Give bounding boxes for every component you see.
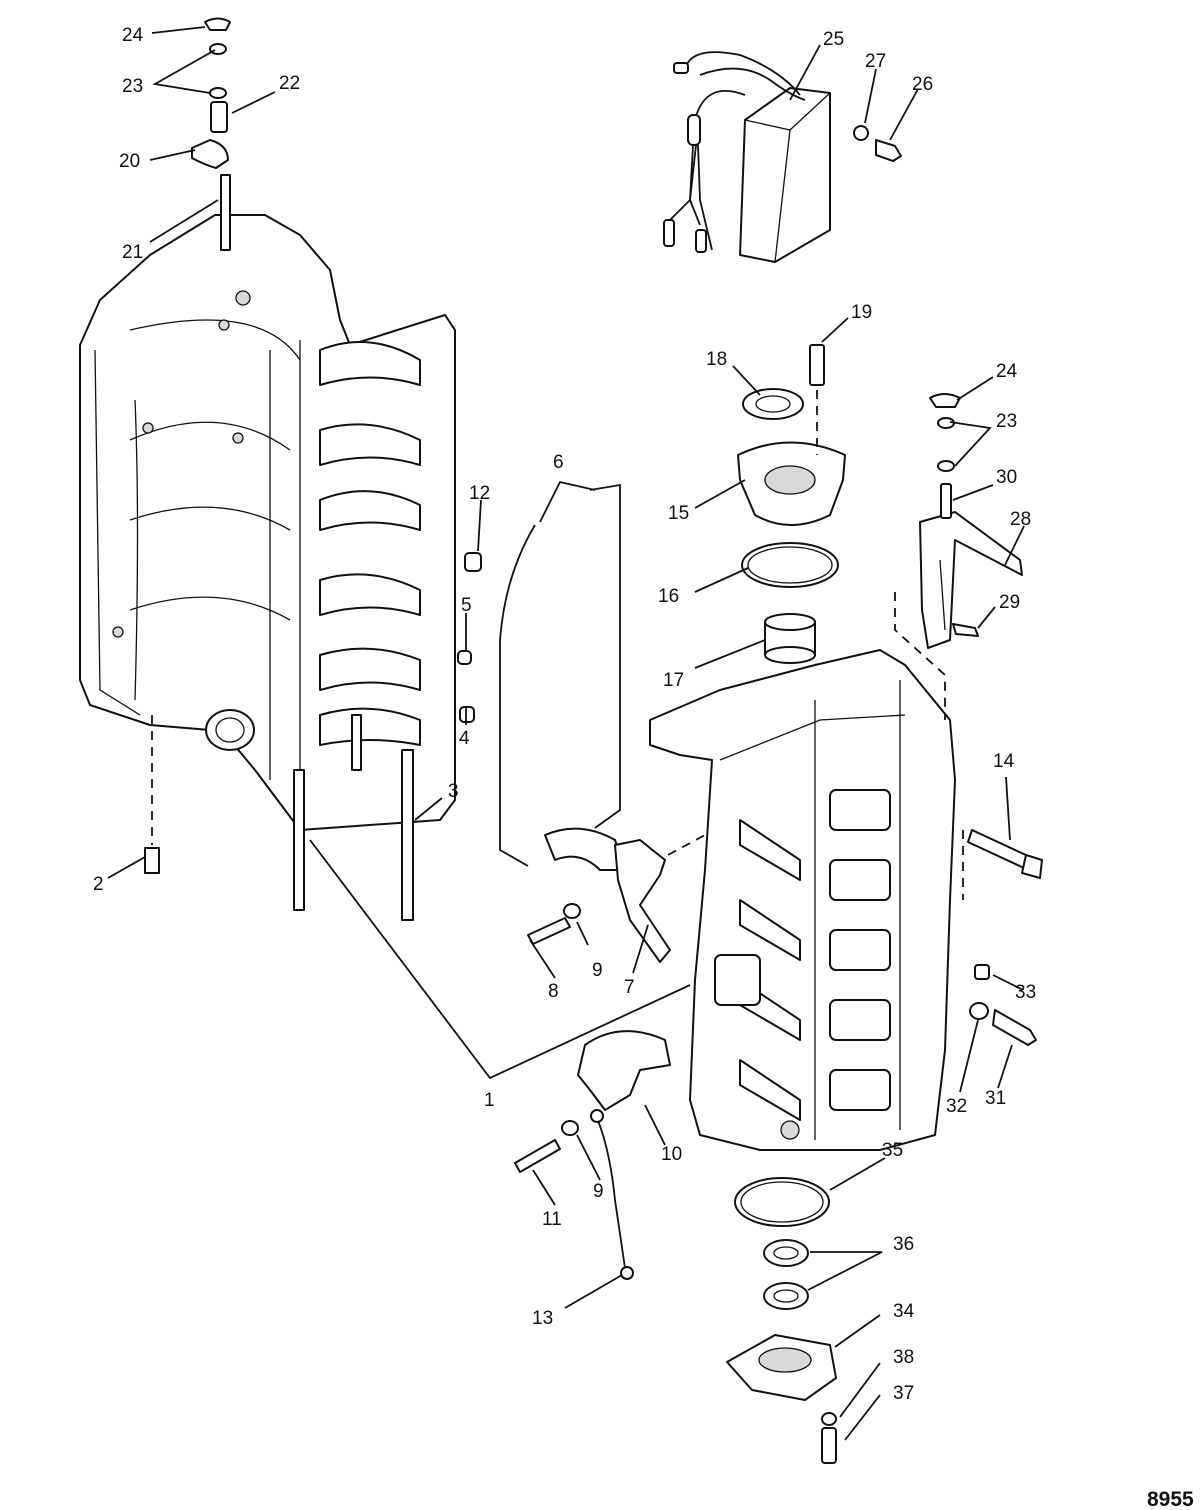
oil-line-6b [589,483,621,829]
callout-8: 8 [548,981,559,1002]
callout-15: 15 [668,503,689,524]
callout-33: 33 [1015,982,1036,1003]
screw-37 [821,1427,837,1464]
callout-9-lower: 9 [593,1181,604,1202]
callout-17: 17 [663,670,684,691]
callout-24-right: 24 [996,361,1018,382]
callout-19: 19 [851,302,872,323]
washer-9b [561,1120,579,1136]
callout-9: 9 [592,960,603,981]
callout-34: 34 [893,1301,915,1322]
switch-box-module [663,51,831,263]
figure-number: 8955 [1147,1488,1194,1510]
plug-33 [974,964,990,980]
callout-20: 20 [119,151,140,172]
bearing-strap-7 [544,827,671,963]
callout-7: 7 [624,977,635,998]
crankcase-cover [649,649,956,1151]
callout-23: 23 [122,76,143,97]
callout-37: 37 [893,1383,914,1404]
oil-line-6a [499,524,536,867]
callout-28: 28 [1010,509,1031,530]
callout-29: 29 [999,592,1020,613]
callout-30: 30 [996,467,1017,488]
callout-11: 11 [542,1209,562,1230]
callout-1: 1 [484,1090,495,1111]
oil-seal-36b [763,1282,809,1310]
leader-1 [309,839,691,1080]
washer-23b-bottom [937,460,955,472]
screw-31 [992,1009,1037,1046]
callout-21: 21 [122,242,143,263]
callout-26: 26 [912,74,933,95]
washer-27 [853,125,869,141]
callout-2: 2 [93,874,104,895]
callout-3: 3 [448,781,459,802]
callout-13: 13 [532,1308,553,1329]
callout-4: 4 [459,728,470,749]
leader-dash-7 [667,834,706,856]
callout-leaders [107,26,1025,1441]
callout-24: 24 [122,25,144,46]
callout-14: 14 [993,751,1015,772]
callout-labels: 24 23 22 20 21 25 27 26 19 18 24 23 30 6… [93,25,1036,1404]
cylinder-block [79,174,482,921]
o-ring-35 [734,1177,830,1227]
callout-6: 6 [553,452,564,473]
washer-9a [563,903,581,919]
ground-strap-13 [590,1109,634,1280]
bolt-19 [809,344,825,386]
callout-38: 38 [893,1347,914,1368]
washer-38 [821,1412,837,1426]
upper-end-cap [737,441,846,526]
bearing-strap-10 [577,1030,671,1111]
callout-36: 36 [893,1234,914,1255]
hardware-stack-left [191,17,231,169]
stud-2 [144,847,160,874]
callout-16: 16 [658,586,679,607]
bolt-8 [527,917,571,945]
lower-end-cap-34 [726,1334,837,1401]
leader-dash-28 [894,592,946,720]
callout-18: 18 [706,349,727,370]
callout-23-right: 23 [996,411,1017,432]
oil-seal-36a [763,1239,809,1267]
callout-32: 32 [946,1096,967,1117]
needle-bearing-17 [764,613,816,664]
callout-35: 35 [882,1140,903,1161]
bracket-28 [919,511,1023,649]
callout-25: 25 [823,29,844,50]
washer-32 [969,1002,989,1020]
screw-26 [875,139,902,162]
oil-seal-18 [742,388,804,420]
screw-29 [952,623,979,637]
bolt-14 [967,829,1043,879]
stud-30 [940,483,952,519]
callout-22: 22 [279,73,300,94]
callout-31: 31 [985,1088,1006,1109]
callout-12: 12 [469,483,490,504]
callout-5: 5 [461,595,472,616]
bolt-11 [514,1139,561,1173]
o-ring-16 [741,542,839,588]
callout-27: 27 [865,51,886,72]
wing-nut-24b [929,393,961,408]
callout-10: 10 [661,1144,682,1165]
